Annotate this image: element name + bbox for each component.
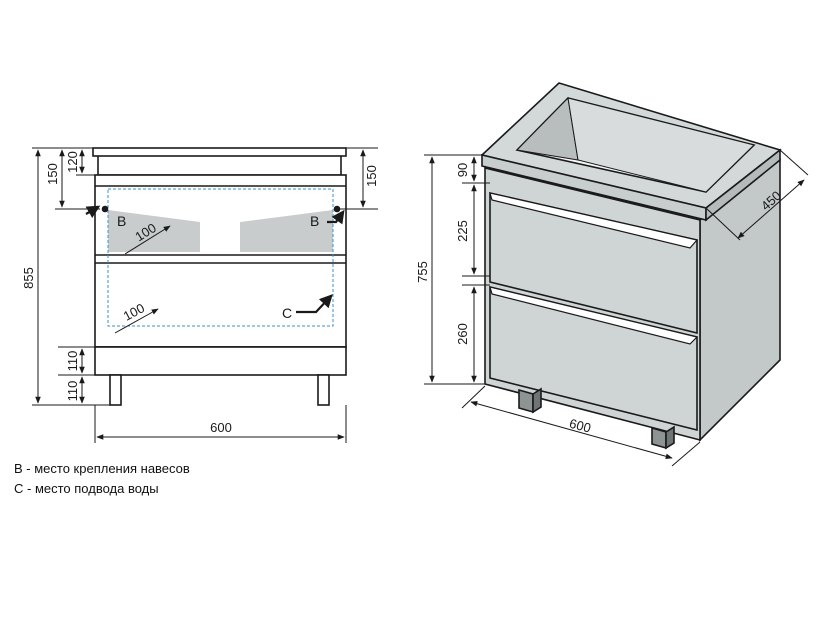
cabinet-body: [94, 174, 347, 348]
mount-point-left: [101, 205, 109, 213]
iso-dimensions: [424, 149, 809, 467]
dim-90: 90: [455, 163, 470, 177]
mount-point-right: [333, 205, 341, 213]
lower-drawer-handle: [489, 286, 699, 345]
front-dimensions: [32, 147, 378, 443]
dim-600-front: 600: [210, 420, 232, 435]
water-label: C: [282, 305, 292, 321]
inner-contour: [107, 188, 334, 327]
isometric-view: [480, 82, 782, 450]
front-view: [92, 147, 347, 406]
leg-left: [109, 374, 122, 406]
iso-leg-left-side: [532, 387, 542, 414]
countertop: [92, 147, 347, 157]
dim-260: 260: [455, 323, 470, 345]
dim-600-iso: 600: [568, 416, 593, 436]
leg-right: [317, 374, 330, 406]
upper-drawer-handle: [489, 192, 699, 249]
legend-water-inlet: C - место подвода воды: [14, 481, 159, 496]
dim-120: 120: [65, 151, 80, 173]
mount-label-right: B: [310, 213, 319, 229]
dim-225: 225: [455, 220, 470, 242]
iso-leg-left: [518, 388, 534, 414]
dim-755: 755: [415, 261, 430, 283]
dim-110-legs: 110: [65, 381, 80, 402]
plinth: [94, 346, 347, 376]
siphon-cutout-left: [108, 210, 200, 252]
iso-leg-right: [651, 426, 667, 450]
dim-150-left: 150: [45, 163, 60, 185]
dim-110-plinth: 110: [65, 351, 80, 372]
basin-inner-back: [567, 97, 755, 193]
dim-150-right: 150: [364, 165, 379, 187]
legend-mount-point: B - место крепления навесов: [14, 461, 190, 476]
siphon-cutout-right: [240, 210, 333, 252]
dim-855: 855: [21, 267, 36, 289]
mount-label-left: B: [117, 213, 126, 229]
